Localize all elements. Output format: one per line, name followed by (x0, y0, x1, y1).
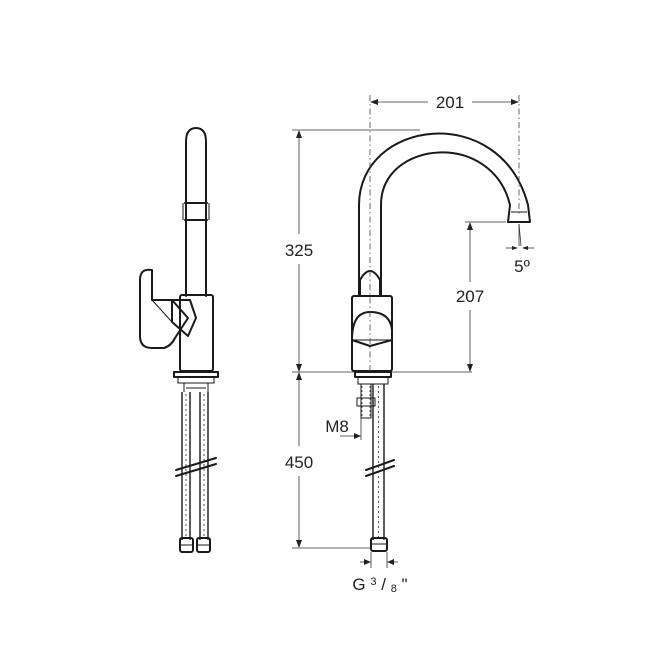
front-body (351, 295, 393, 372)
dimensions: 201 325 207 (285, 93, 534, 596)
dim-hose-thread-suffix: " (402, 575, 408, 594)
front-handle-knob (351, 311, 393, 347)
front-stud-nut (356, 397, 376, 407)
dim-spout-reach: 201 (370, 93, 520, 215)
front-hose-break (365, 459, 395, 477)
front-spout-outlet (507, 204, 531, 223)
front-view (351, 95, 531, 552)
side-lever-handle (139, 268, 189, 349)
side-base-flange (173, 371, 219, 378)
dim-spout-angle: 5º (506, 223, 534, 276)
dim-hose-thread: G 3 / 8 " (352, 552, 408, 596)
side-lever-hinge (171, 299, 197, 337)
side-hose-break (175, 457, 217, 477)
dim-hose-thread-denominator: 8 (391, 583, 397, 595)
dim-hose-length: 450 (285, 372, 371, 549)
front-threaded-stud (360, 383, 372, 419)
dim-spout-clearance-label: 207 (456, 287, 484, 306)
front-spout-inner (380, 151, 511, 297)
dim-hose-thread-label: G 3 / 8 " (352, 570, 407, 596)
side-lever-edge (151, 299, 173, 323)
front-spout-outer (358, 132, 529, 297)
front-base-flange (354, 371, 392, 378)
side-view (139, 127, 219, 553)
side-tube-collar (182, 203, 210, 220)
front-hose (365, 384, 395, 552)
dim-hose-thread-numerator: 3 (370, 576, 376, 588)
dim-hose-thread-slash: / (381, 575, 386, 594)
dim-stud-thread-label: M8 (325, 417, 349, 436)
side-base-washer (177, 376, 215, 384)
dim-hose-length-label: 450 (285, 453, 313, 472)
dim-spout-clearance: 207 (392, 221, 506, 373)
side-spout-tube (185, 127, 207, 297)
dim-spout-angle-label: 5º (514, 257, 530, 276)
side-hoses (175, 392, 217, 553)
dim-body-height: 325 (285, 129, 420, 373)
side-base-nut (183, 383, 209, 392)
dim-spout-reach-label: 201 (436, 93, 464, 112)
dim-hose-thread-prefix: G (352, 575, 365, 594)
dim-body-height-label: 325 (285, 241, 313, 260)
front-base-washer (357, 376, 389, 385)
dim-stud-thread: M8 (325, 417, 362, 440)
